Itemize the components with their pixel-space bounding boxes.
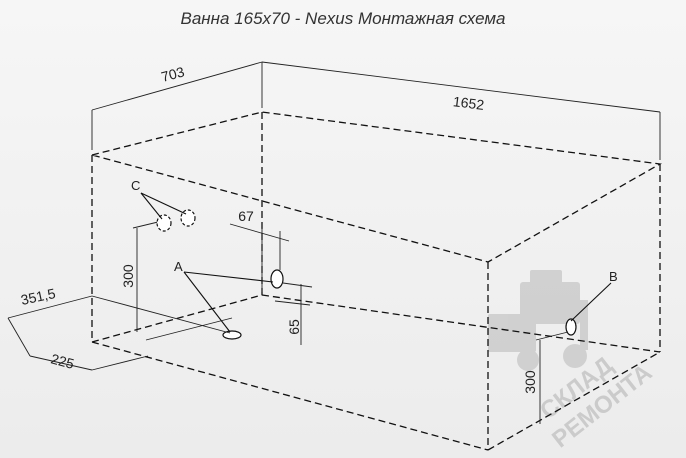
bath-bottom-back bbox=[261, 294, 661, 353]
floor-hole bbox=[222, 330, 242, 340]
dimension-width-line bbox=[91, 61, 263, 111]
label-a: A bbox=[174, 259, 183, 274]
overflow-hole-c2 bbox=[180, 209, 196, 227]
drain-hole bbox=[270, 269, 284, 289]
bath-bottom-front bbox=[91, 341, 489, 451]
dimension-height-right: 300 bbox=[522, 331, 569, 424]
dimension-height-left: 300 bbox=[120, 221, 159, 332]
dimension-height-left-label: 300 bbox=[120, 264, 136, 288]
label-c: C bbox=[131, 178, 140, 193]
drain-hole-group: 67 65 bbox=[229, 208, 313, 345]
dimension-front-offset-label: 225 bbox=[49, 350, 76, 372]
dimension-hole-height-label: 65 bbox=[286, 319, 302, 335]
dimension-length-label: 1652 bbox=[452, 93, 485, 113]
dimension-length-line bbox=[261, 61, 661, 113]
watermark-forklift-icon bbox=[488, 270, 588, 371]
diagram-title: Ванна 165x70 - Nexus Монтажная схема bbox=[181, 9, 506, 28]
dimension-width: 703 bbox=[91, 61, 263, 150]
floor-hole-a: A bbox=[174, 259, 274, 340]
dimension-left-offset-label: 351,5 bbox=[19, 285, 57, 308]
dimension-height-right-label: 300 bbox=[522, 370, 538, 394]
dimension-length: 1652 bbox=[261, 61, 661, 160]
overflow-hole-c1 bbox=[156, 214, 172, 232]
bath-top-face bbox=[89, 111, 663, 263]
label-b: B bbox=[609, 269, 618, 284]
side-hole bbox=[565, 318, 577, 336]
watermark: СКЛАД РЕМОНТА bbox=[488, 270, 657, 453]
dimension-front-offset: 225 bbox=[29, 317, 233, 372]
side-hole-b: B bbox=[565, 269, 618, 336]
overflow-holes-c: C bbox=[131, 178, 196, 232]
dimension-hole-offset-label: 67 bbox=[238, 208, 254, 224]
dimension-width-label: 703 bbox=[159, 63, 186, 85]
bath-outline bbox=[89, 111, 663, 451]
dimension-left-offset: 351,5 bbox=[7, 285, 231, 357]
